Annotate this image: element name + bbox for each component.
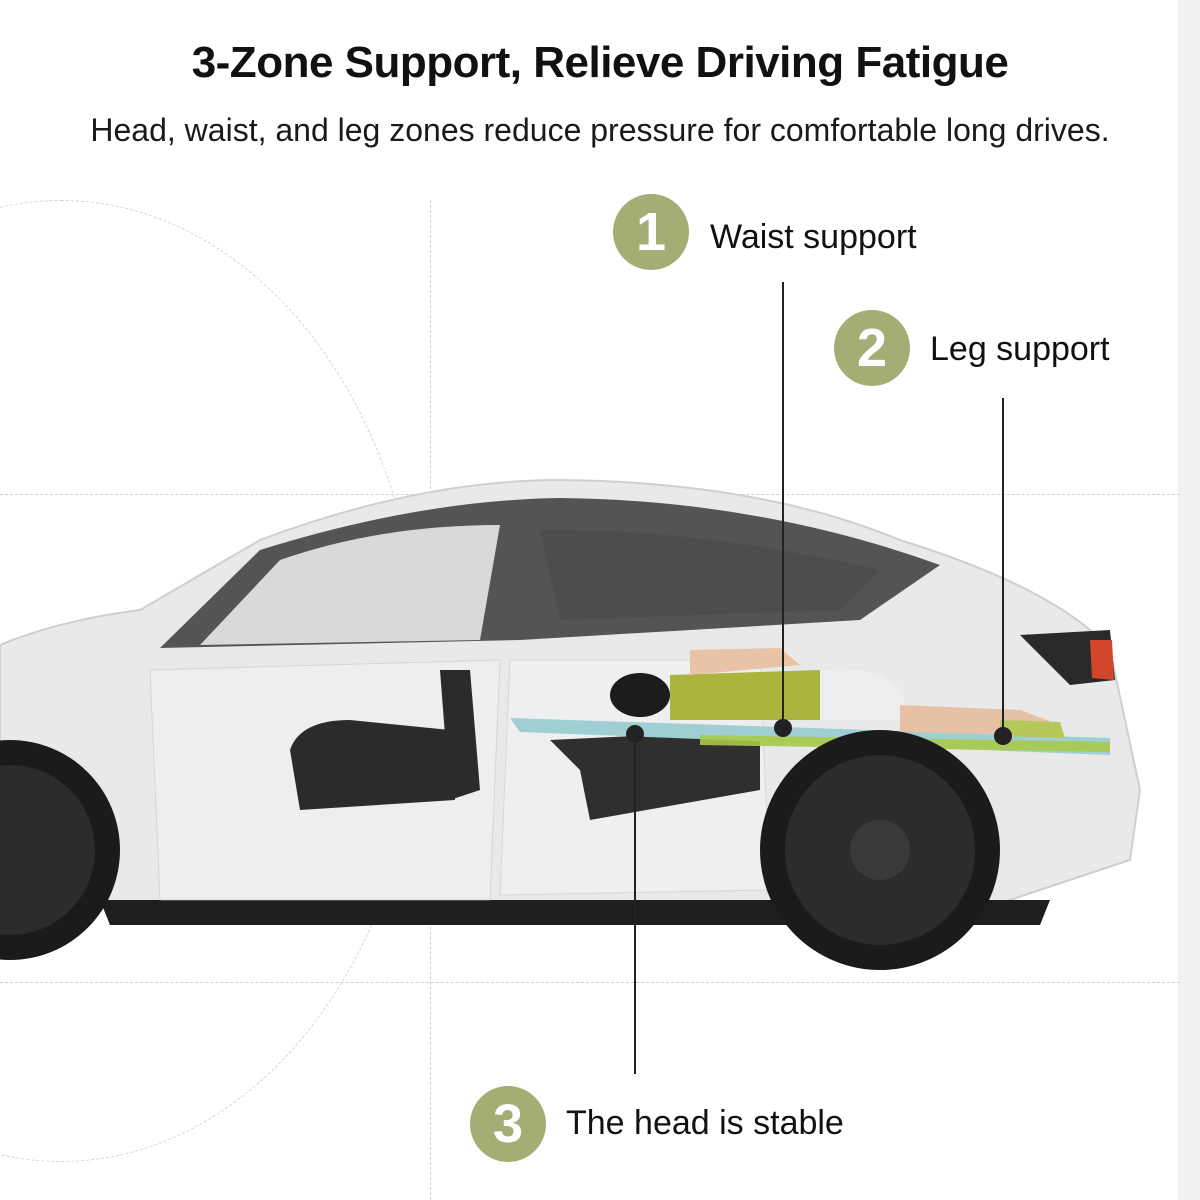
right-edge-strip xyxy=(1178,0,1200,1200)
leader-line-leg xyxy=(1002,398,1004,738)
callout-label-waist-support: Waist support xyxy=(710,218,917,256)
number-badge-1-icon: 1 xyxy=(613,194,689,270)
number-badge-2-icon: 2 xyxy=(834,310,910,386)
leader-dot-leg xyxy=(994,727,1012,745)
car-cutaway-illustration xyxy=(0,478,1142,970)
page-title: 3-Zone Support, Relieve Driving Fatigue xyxy=(191,38,1009,87)
leader-line-head xyxy=(634,734,636,1074)
number-badge-3-icon: 3 xyxy=(470,1086,546,1162)
leader-line-waist xyxy=(782,282,784,728)
leader-dot-head xyxy=(626,725,644,743)
guide-line-horizontal-bottom xyxy=(0,982,1180,983)
callout-label-head-stable: The head is stable xyxy=(566,1104,844,1142)
callout-label-leg-support: Leg support xyxy=(930,330,1110,368)
leader-dot-waist xyxy=(774,719,792,737)
page-subtitle: Head, waist, and leg zones reduce pressu… xyxy=(90,112,1110,148)
